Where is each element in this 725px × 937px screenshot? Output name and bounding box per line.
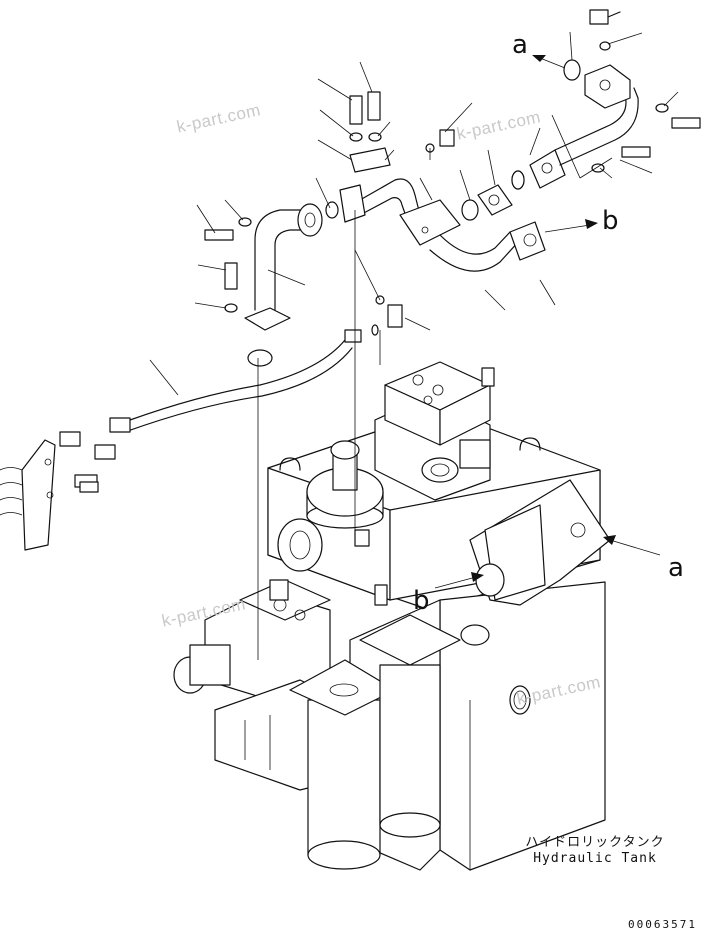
long-hose <box>109 304 403 433</box>
part-code: 00063571 <box>628 918 697 931</box>
control-valve-left <box>173 579 331 701</box>
reference-label-b-mid: b <box>413 586 430 616</box>
leader-lines <box>149 31 679 660</box>
hose-right <box>429 221 546 272</box>
caption-block: ハイドロリックタンク Hydraulic Tank <box>525 835 665 866</box>
left-bracket <box>0 431 116 551</box>
strainer-cover <box>469 479 611 606</box>
valve-block-top <box>374 361 495 501</box>
caption-english: Hydraulic Tank <box>533 850 657 866</box>
reference-label-a-right: a <box>668 553 684 583</box>
bent-tube-upper-right <box>554 9 639 166</box>
tank-top-cover <box>306 440 384 529</box>
bolts-and-washers <box>204 41 701 367</box>
elbow-pipe-left <box>244 203 323 331</box>
reference-label-b-top: b <box>602 206 619 236</box>
caption-japanese: ハイドロリックタンク <box>525 835 665 850</box>
filter-case-right <box>359 614 490 838</box>
reference-arrows <box>434 55 661 589</box>
elbow-pipe-middle <box>339 178 461 246</box>
reference-label-a-top: a <box>512 30 528 60</box>
filter-case-left <box>289 659 396 870</box>
